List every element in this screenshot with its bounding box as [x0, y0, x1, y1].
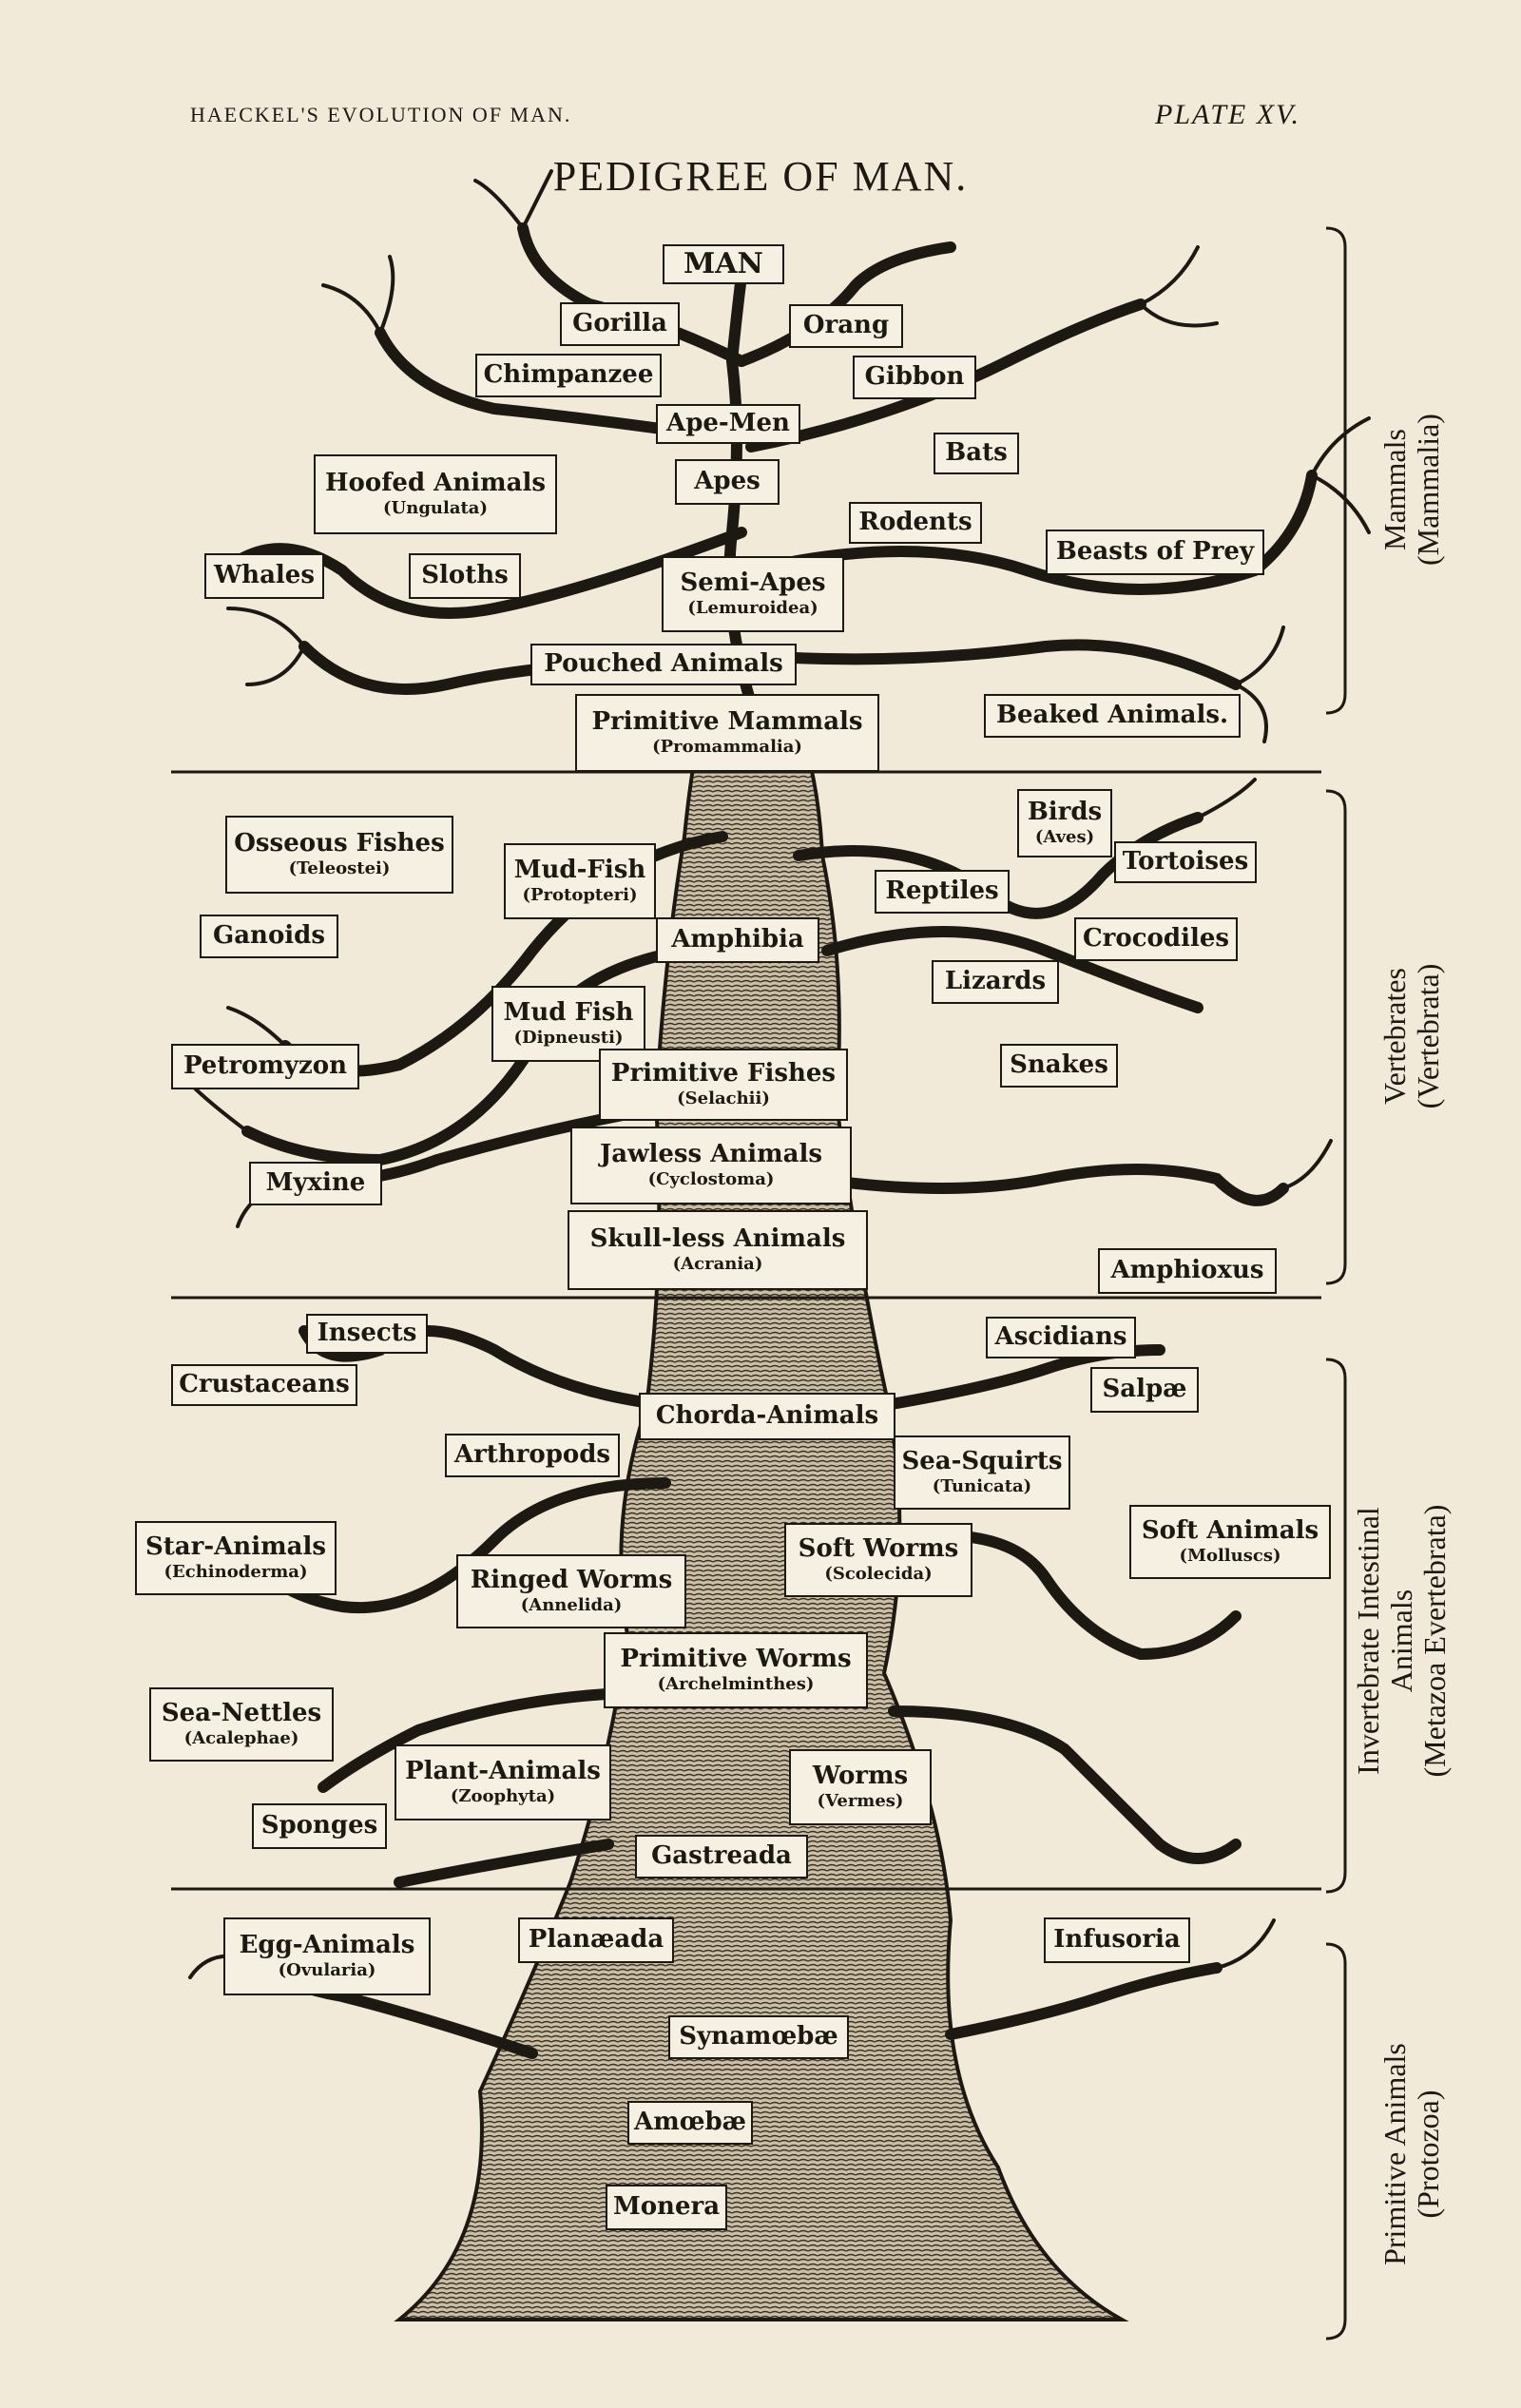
label-bats: Bats: [934, 433, 1019, 474]
label-monera: Monera: [606, 2185, 727, 2230]
label-petromyzon: Petromyzon: [171, 1044, 359, 1089]
label-salpae: Salpæ: [1090, 1367, 1199, 1413]
plate-number: PLATE XV.: [1155, 99, 1301, 130]
label-synamoebae: Synamœbæ: [668, 2015, 849, 2059]
label-myxine: Myxine: [249, 1162, 382, 1205]
label-sea-squirts: Sea-Squirts(Tunicata): [894, 1435, 1070, 1510]
label-plant-animals: Plant-Animals(Zoophyta): [395, 1744, 611, 1820]
label-egg-animals: Egg-Animals(Ovularia): [223, 1917, 431, 1995]
label-jawless-animals: Jawless Animals(Cyclostoma): [570, 1127, 852, 1204]
section-label-protozoa: Primitive Animals (Protozoa): [1377, 2043, 1446, 2265]
running-header: HAECKEL'S EVOLUTION OF MAN.: [190, 103, 572, 126]
label-reptiles: Reptiles: [875, 870, 1010, 914]
label-whales: Whales: [204, 553, 324, 599]
label-apes: Apes: [675, 459, 780, 505]
label-mud-fish-protopteri: Mud-Fish(Protopteri): [504, 843, 656, 919]
label-planaeada: Planæada: [518, 1917, 674, 1963]
label-ringed-worms: Ringed Worms(Annelida): [456, 1554, 686, 1628]
label-lizards: Lizards: [932, 960, 1059, 1004]
label-mud-fish-dipneusti: Mud Fish(Dipneusti): [491, 986, 645, 1062]
label-beaked-animals: Beaked Animals.: [984, 694, 1241, 738]
label-soft-animals: Soft Animals(Molluscs): [1129, 1505, 1331, 1579]
label-primitive-fishes: Primitive Fishes(Selachii): [599, 1049, 848, 1121]
label-chorda-animals: Chorda-Animals: [639, 1393, 895, 1440]
label-ape-men: Ape-Men: [656, 404, 800, 444]
label-crustaceans: Crustaceans: [171, 1364, 357, 1406]
section-dividers: [171, 770, 1321, 1891]
label-ganoids: Ganoids: [200, 915, 338, 958]
label-man: MAN: [663, 244, 784, 284]
label-gorilla: Gorilla: [560, 302, 680, 346]
label-amoebae: Amœbæ: [627, 2101, 753, 2145]
label-primitive-mammals: Primitive Mammals(Promammalia): [575, 694, 879, 772]
label-star-animals: Star-Animals(Echinoderma): [135, 1521, 337, 1595]
label-amphibia: Amphibia: [656, 917, 819, 963]
label-arthropods: Arthropods: [445, 1434, 620, 1477]
label-insects: Insects: [306, 1314, 428, 1354]
section-label-vertebrates: Vertebrates (Vertebrata): [1377, 963, 1446, 1109]
label-skull-less-animals: Skull-less Animals(Acrania): [568, 1210, 868, 1290]
label-birds: Birds(Aves): [1017, 789, 1112, 857]
section-brackets: [1325, 226, 1347, 2341]
label-soft-worms: Soft Worms(Scolecida): [784, 1523, 972, 1597]
label-hoofed-animals: Hoofed Animals(Ungulata): [314, 454, 557, 534]
label-chimpanzee: Chimpanzee: [475, 354, 662, 397]
label-osseous-fishes: Osseous Fishes(Teleostei): [225, 816, 453, 894]
page-title: PEDIGREE OF MAN.: [552, 153, 969, 200]
section-label-mammals: Mammals (Mammalia): [1377, 414, 1446, 566]
label-ascidians: Ascidians: [986, 1317, 1136, 1358]
label-crocodiles: Crocodiles: [1074, 917, 1238, 961]
label-sponges: Sponges: [252, 1803, 387, 1849]
label-pouched-animals: Pouched Animals: [530, 644, 797, 685]
label-gastreada: Gastreada: [635, 1835, 808, 1878]
label-tortoises: Tortoises: [1114, 841, 1257, 883]
label-sloths: Sloths: [409, 553, 521, 599]
label-worms: Worms(Vermes): [789, 1749, 932, 1825]
label-infusoria: Infusoria: [1044, 1917, 1190, 1963]
label-semi-apes: Semi-Apes(Lemuroidea): [662, 556, 844, 632]
label-rodents: Rodents: [849, 502, 982, 544]
label-beasts-of-prey: Beasts of Prey: [1046, 530, 1264, 575]
label-amphioxus: Amphioxus: [1098, 1248, 1277, 1294]
label-sea-nettles: Sea-Nettles(Acalephae): [149, 1687, 334, 1762]
section-label-invertebrates: Invertebrate Intestinal Animals (Metazoa…: [1351, 1504, 1453, 1778]
label-snakes: Snakes: [1000, 1044, 1118, 1088]
label-orang: Orang: [789, 304, 903, 348]
label-gibbon: Gibbon: [853, 356, 976, 399]
label-primitive-worms: Primitive Worms(Archelminthes): [604, 1632, 868, 1708]
